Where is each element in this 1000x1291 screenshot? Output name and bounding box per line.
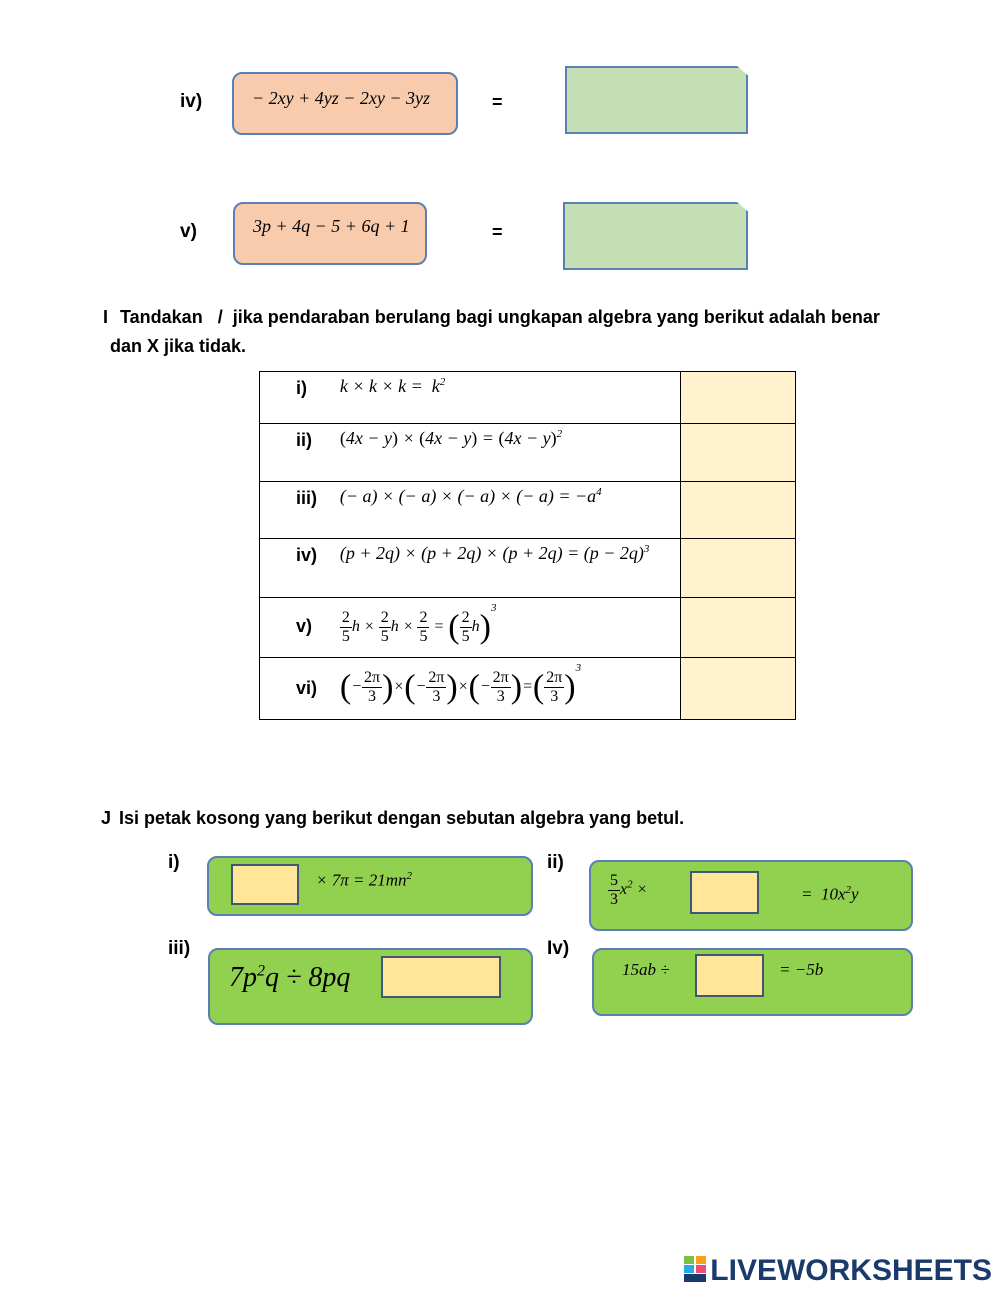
table-row: iv) (p + 2q) × (p + 2q) × (p + 2q) = (p …	[258, 538, 796, 598]
row-label: v)	[258, 597, 340, 658]
item-label-j-iv: Iv)	[547, 938, 570, 959]
row-label: iii)	[258, 481, 340, 539]
answer-input-j-ii[interactable]	[690, 871, 759, 914]
row-label: vi)	[258, 657, 340, 720]
expression-text: = −5b	[779, 960, 824, 979]
item-label-j-ii: ii)	[547, 852, 564, 873]
row-expression: k × k × k = k2	[339, 371, 682, 424]
row-label: i)	[258, 371, 340, 424]
expression-text: = 10x2y	[801, 884, 859, 904]
answer-input-j-iv[interactable]	[695, 954, 764, 997]
answer-box-h-v[interactable]	[563, 202, 748, 270]
table-row: iii) (− a) × (− a) × (− a) × (− a) = −a4	[258, 481, 796, 539]
answer-cell[interactable]	[680, 597, 796, 658]
section-j-letter: J	[101, 808, 112, 828]
answer-input-j-iii[interactable]	[381, 956, 501, 998]
true-false-table: i) k × k × k = k2 ii) (4x − y) × (4x − y…	[258, 371, 796, 720]
item-label-h-iv: iv)	[180, 91, 203, 112]
table-row: i) k × k × k = k2	[258, 371, 796, 424]
item-label-j-i: i)	[168, 852, 180, 873]
section-j-instruction: Isi petak kosong yang berikut dengan seb…	[119, 808, 685, 828]
liveworksheets-logo: LIVEWORKSHEETS	[684, 1254, 992, 1288]
equals-sign: =	[492, 92, 503, 112]
answer-cell[interactable]	[680, 423, 796, 482]
answer-cell[interactable]	[680, 538, 796, 598]
expression-text: − 2xy + 4yz − 2xy − 3yz	[252, 88, 431, 108]
row-expression: (4x − y) × (4x − y) = (4x − y)2	[339, 423, 682, 482]
item-label-j-iii: iii)	[168, 938, 191, 959]
equals-sign: =	[492, 222, 503, 242]
expression-text: 15ab ÷	[622, 960, 670, 979]
section-i-instruction-line2: dan X jika tidak.	[110, 336, 247, 356]
item-label-h-v: v)	[180, 221, 197, 242]
expression-box-h-iv: − 2xy + 4yz − 2xy − 3yz	[232, 72, 458, 135]
row-label: iv)	[258, 538, 340, 598]
row-label: ii)	[258, 423, 340, 482]
section-i-letter: I	[103, 307, 109, 327]
expression-text: 3p + 4q − 5 + 6q + 1	[253, 216, 410, 236]
row-expression: (p + 2q) × (p + 2q) × (p + 2q) = (p − 2q…	[339, 538, 682, 598]
table-row: ii) (4x − y) × (4x − y) = (4x − y)2	[258, 423, 796, 482]
expression-box-h-v: 3p + 4q − 5 + 6q + 1	[233, 202, 427, 265]
answer-input-j-i[interactable]	[231, 864, 299, 905]
answer-cell[interactable]	[680, 371, 796, 424]
row-expression: (− a) × (− a) × (− a) × (− a) = −a4	[339, 481, 682, 539]
expression-text: 7p2q ÷ 8pq	[229, 962, 351, 993]
answer-cell[interactable]	[680, 657, 796, 720]
logo-text: LIVEWORKSHEETS	[710, 1254, 992, 1287]
answer-cell[interactable]	[680, 481, 796, 539]
logo-badge-icon	[684, 1256, 707, 1283]
answer-box-h-iv[interactable]	[565, 66, 748, 134]
expression-text: × 7π = 21mn2	[316, 870, 412, 890]
section-i-instruction-line1: Tandakan / jika pendaraban berulang bagi…	[120, 307, 880, 327]
